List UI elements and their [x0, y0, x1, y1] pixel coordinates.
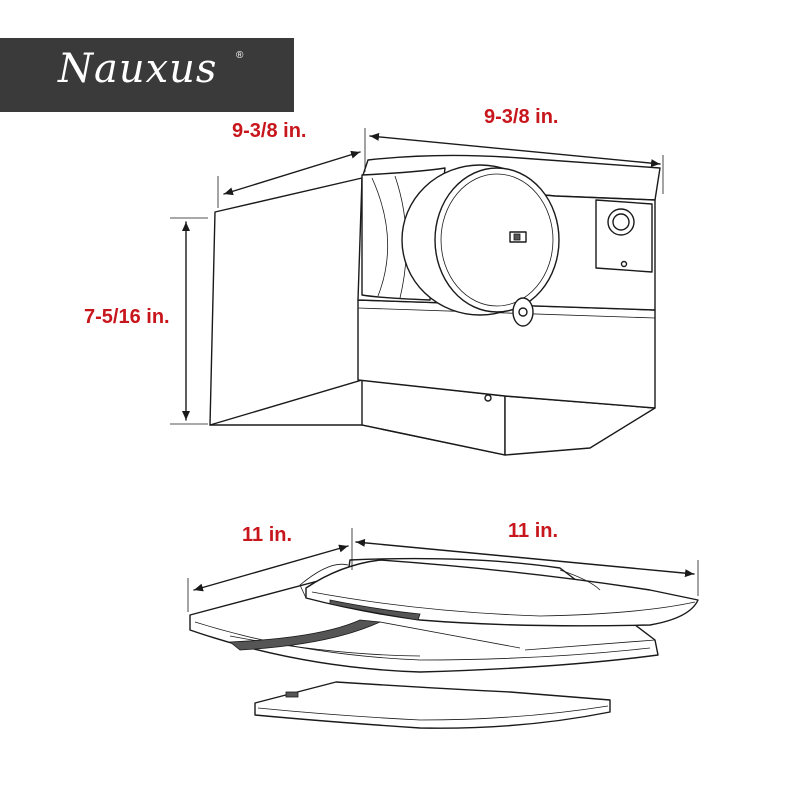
grille-assembly: [189, 557, 699, 673]
diffuser-plate: [254, 681, 611, 729]
electrical-box: [595, 199, 653, 273]
registered-mark: ®: [236, 50, 244, 61]
grille-depth-label: 11 in.: [242, 524, 293, 546]
grille-width-label: 11 in.: [508, 520, 559, 542]
housing-height-label: 7-5/16 in.: [84, 306, 170, 328]
brand-logo: Nauxus ®: [0, 38, 294, 112]
housing-width-label: 9-3/8 in.: [484, 106, 559, 128]
fan-housing: [209, 154, 661, 456]
housing-depth-label: 9-3/8 in.: [232, 120, 307, 142]
housing-dimension-lines: [170, 128, 664, 425]
housing-left-panel: [209, 177, 363, 426]
brand-name: Nauxus: [58, 46, 218, 92]
grille-dimension-lines: [187, 528, 699, 612]
